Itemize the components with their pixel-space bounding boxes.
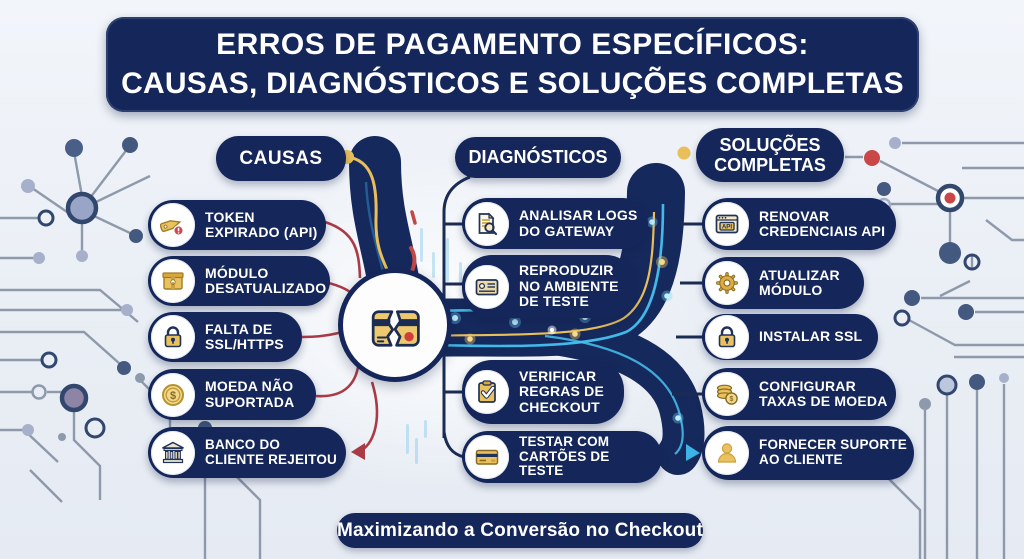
solution-item-configurar-taxas: $ CONFIGURAR TAXAS DE MOEDA xyxy=(702,368,896,420)
solution-item-fornecer-suporte: FORNECER SUPORTE AO CLIENTE xyxy=(702,426,914,480)
diagnostic-item-reproduzir-teste: REPRODUZIR NO AMBIENTE DE TESTE xyxy=(462,255,636,318)
causes-header: CAUSAS xyxy=(216,136,346,181)
broken-credit-card-icon xyxy=(371,310,420,347)
diagnostics-header: DIAGNÓSTICOS xyxy=(455,137,621,178)
cause-item-falta-ssl: FALTA DE SSL/HTTPS xyxy=(148,312,302,362)
solutions-header: SOLUÇÕES COMPLETAS xyxy=(696,128,844,182)
title-line-2: CAUSAS, DIAGNÓSTICOS E SOLUÇÕES COMPLETA… xyxy=(121,67,904,100)
cause-item-banco-rejeitou: BANCO DO CLIENTE REJEITOU xyxy=(148,427,346,478)
customer-support-icon xyxy=(705,431,749,475)
svg-text:$: $ xyxy=(170,390,176,402)
cause-item-moeda-nao-suportada: $ MOEDA NÃO SUPORTADA xyxy=(148,369,316,420)
id-card-icon xyxy=(465,264,509,309)
package-box-icon xyxy=(151,259,195,303)
solution-item-renovar-credenciais: API RENOVAR CREDENCIAIS API xyxy=(702,198,896,250)
solution-item-label: RENOVAR CREDENCIAIS API xyxy=(759,207,886,239)
document-search-icon xyxy=(465,201,509,246)
solution-item-label: FORNECER SUPORTE AO CLIENTE xyxy=(759,437,907,467)
api-window-icon: API xyxy=(705,202,749,246)
solution-item-label: ATUALIZAR MÓDULO xyxy=(759,266,840,298)
solution-item-atualizar-modulo: ATUALIZAR MÓDULO xyxy=(702,257,864,309)
bank-icon xyxy=(151,430,195,475)
coin-dollar-icon: $ xyxy=(151,372,195,417)
diagnostic-item-label: VERIFICAR REGRAS DE CHECKOUT xyxy=(519,367,605,415)
padlock-icon xyxy=(151,315,195,359)
gear-icon xyxy=(705,261,749,305)
diagnostic-item-label: ANALISAR LOGS DO GATEWAY xyxy=(519,207,638,239)
cause-item-label: MOEDA NÃO SUPORTADA xyxy=(205,378,295,410)
solution-item-instalar-ssl: INSTALAR SSL xyxy=(702,314,878,360)
diagnostic-item-verificar-regras: VERIFICAR REGRAS DE CHECKOUT xyxy=(462,360,624,424)
title-banner: ERROS DE PAGAMENTO ESPECÍFICOS: CAUSAS, … xyxy=(106,17,919,112)
diagnostic-item-label: REPRODUZIR NO AMBIENTE DE TESTE xyxy=(519,262,619,310)
price-tag-alert-icon xyxy=(151,203,195,247)
solution-item-label: CONFIGURAR TAXAS DE MOEDA xyxy=(759,377,888,409)
clipboard-check-icon xyxy=(465,370,509,414)
cause-item-label: BANCO DO CLIENTE REJEITOU xyxy=(205,436,337,467)
title-line-1: ERROS DE PAGAMENTO ESPECÍFICOS: xyxy=(216,28,809,61)
svg-text:API: API xyxy=(722,223,733,230)
cause-item-token-expirado: TOKEN EXPIRADO (API) xyxy=(148,200,326,250)
diagnostic-item-analisar-logs: ANALISAR LOGS DO GATEWAY xyxy=(462,198,648,249)
svg-text:$: $ xyxy=(730,396,734,403)
credit-card-icon xyxy=(465,435,509,479)
cause-item-modulo-desatualizado: MÓDULO DESATUALIZADO xyxy=(148,256,330,306)
padlock-icon xyxy=(705,315,749,359)
cause-item-label: TOKEN EXPIRADO (API) xyxy=(205,208,318,240)
solution-item-label: INSTALAR SSL xyxy=(759,328,863,345)
coin-stack-icon: $ xyxy=(705,372,749,416)
footer-tagline: Maximizando a Conversão no Checkout xyxy=(337,513,703,548)
broken-credit-card-node xyxy=(338,268,452,382)
cause-item-label: MÓDULO DESATUALIZADO xyxy=(205,264,327,296)
diagnostic-item-testar-cartoes: TESTAR COM CARTÕES DE TESTE xyxy=(462,431,662,483)
cause-item-label: FALTA DE SSL/HTTPS xyxy=(205,320,284,352)
diagnostic-item-label: TESTAR COM CARTÕES DE TESTE xyxy=(519,433,610,479)
